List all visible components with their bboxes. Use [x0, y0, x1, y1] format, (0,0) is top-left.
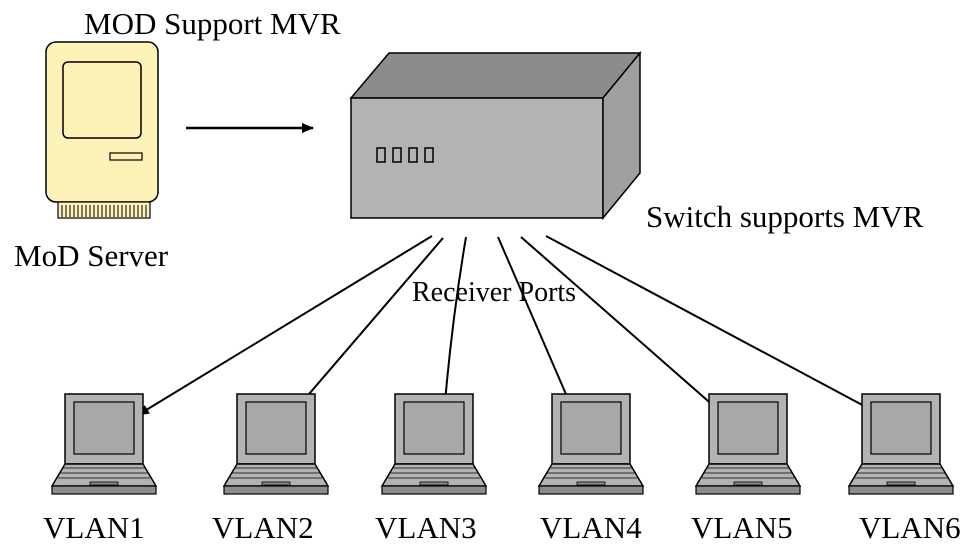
laptop-icon-4	[537, 393, 645, 495]
receiver-arrow-6	[545, 235, 882, 416]
mod-server-label: MoD Server	[14, 238, 169, 273]
laptop-icon-3	[380, 393, 488, 495]
vlan-label-6: VLAN6	[859, 510, 961, 545]
laptop-icon-1	[50, 393, 158, 495]
network-switch-icon	[349, 50, 642, 221]
receiver-arrow-2	[290, 237, 444, 416]
receiver-arrow-1	[137, 235, 433, 416]
vlan-label-1: VLAN1	[43, 510, 145, 545]
receiver-arrow-5	[520, 236, 725, 416]
switch-port-3	[408, 147, 418, 163]
receiver-ports-label: Receiver Ports	[412, 277, 577, 308]
switch-port-2	[392, 147, 402, 163]
vlan-label-2: VLAN2	[212, 510, 314, 545]
switch-port-4	[424, 147, 434, 163]
receiver-arrow-3	[439, 236, 467, 416]
mod-server-icon	[45, 41, 159, 219]
switch-port-1	[376, 147, 386, 163]
vlan-label-5: VLAN5	[691, 510, 793, 545]
vlan-label-4: VLAN4	[540, 510, 642, 545]
laptop-icon-6	[847, 393, 955, 495]
laptop-icon-2	[222, 393, 330, 495]
vlan-label-3: VLAN3	[375, 510, 477, 545]
switch-supports-label: Switch supports MVR	[646, 199, 924, 234]
receiver-arrow-4	[497, 236, 576, 416]
laptop-icon-5	[694, 393, 802, 495]
mod-support-label: MOD Support MVR	[84, 6, 341, 41]
